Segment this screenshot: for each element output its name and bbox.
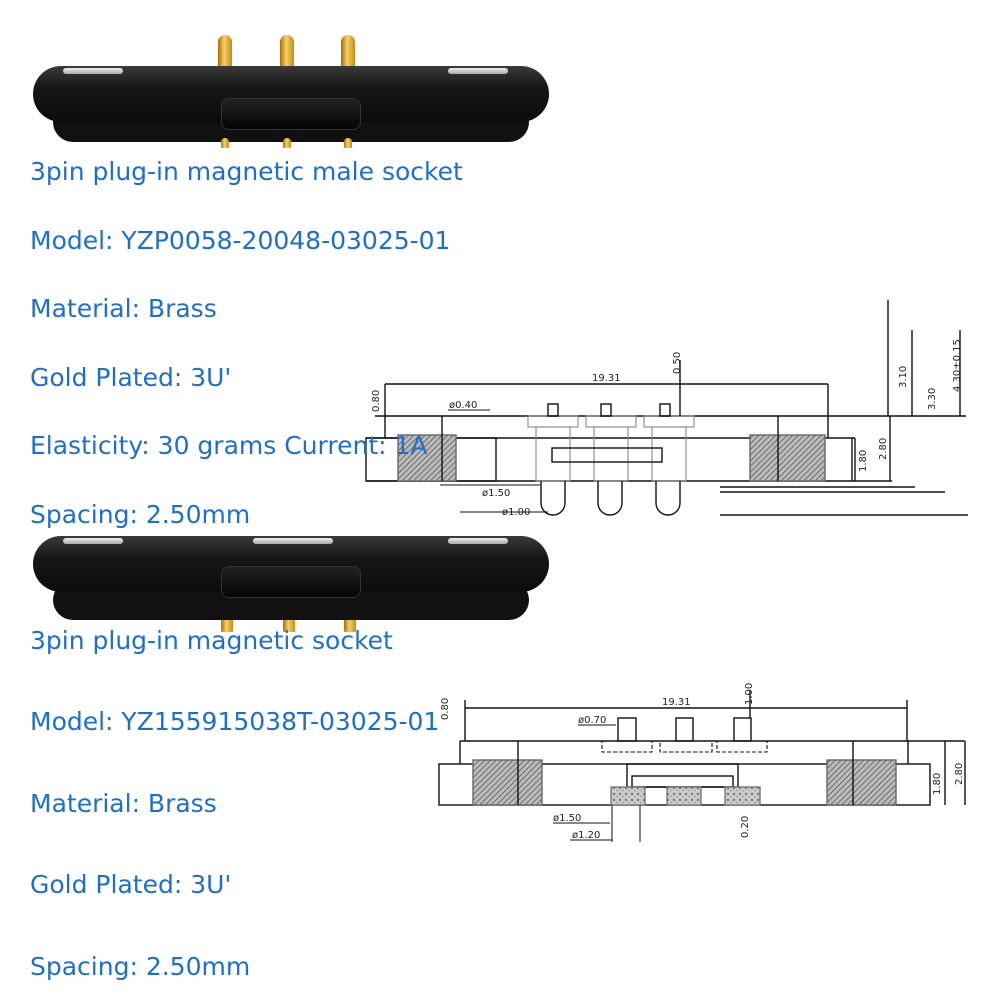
male-socket-spacing: Spacing: 2.50mm — [30, 500, 251, 529]
dim-pin-protrusion: 0.50 — [672, 352, 683, 374]
dim-body-height: 1.80 — [858, 450, 869, 472]
gold-pin-bottom — [283, 138, 291, 148]
female-socket-model: Model: YZ155915038T-03025-01 — [30, 707, 440, 736]
insulator-fill — [610, 786, 646, 806]
dim-width: 19.31 — [662, 697, 691, 708]
female-socket-spacing: Spacing: 2.50mm — [30, 952, 251, 981]
dim-pin-dia-top: ø0.40 — [449, 400, 477, 411]
dim-height-a: 3.10 — [898, 366, 909, 388]
dim-top-offset: 0.80 — [371, 390, 382, 412]
magnet-hatch — [749, 434, 826, 482]
dim-height-total: 2.80 — [954, 763, 965, 785]
dim-pin-dia: ø0.70 — [578, 715, 606, 726]
male-socket-title: 3pin plug-in magnetic male socket — [30, 157, 463, 186]
gold-pin-bottom — [344, 138, 352, 148]
magnet-right — [448, 68, 508, 74]
magnet-hatch — [397, 434, 457, 482]
male-socket-model: Model: YZP0058-20048-03025-01 — [30, 226, 451, 255]
dim-pin-height: 1.00 — [744, 683, 755, 705]
gold-pin — [341, 35, 355, 75]
dim-height-c: 2.80 — [878, 438, 889, 460]
male-socket-drawing — [365, 300, 968, 516]
magnet-hatch — [472, 759, 543, 806]
female-socket-drawing — [438, 690, 966, 842]
female-socket-dimensions: 19.31 1.00 ø0.70 0.80 1.80 2.80 ø1.50 ø1… — [440, 683, 965, 841]
gold-pin-bottom — [221, 138, 229, 148]
dim-pin-dia-outer: ø1.50 — [482, 488, 510, 499]
dim-height-total: 4.30±0.15 — [952, 339, 963, 392]
female-socket-title: 3pin plug-in magnetic socket — [30, 626, 393, 655]
dim-pin-dia-inner: ø1.00 — [502, 507, 530, 518]
dim-recess: 0.20 — [740, 816, 751, 838]
socket-tab — [221, 98, 361, 130]
insulator-fill — [724, 786, 761, 806]
socket-tab — [221, 566, 361, 598]
dim-body-height: 1.80 — [932, 773, 943, 795]
magnet-right — [448, 538, 508, 544]
male-socket-dimensions: 19.31 0.50 ø0.40 0.80 3.10 3.30 4.30±0.1… — [371, 339, 963, 518]
dim-top-offset: 0.80 — [440, 698, 451, 720]
female-socket-material: Material: Brass — [30, 789, 217, 818]
gold-pin — [218, 35, 232, 75]
male-socket-plating: Gold Plated: 3U' — [30, 363, 232, 392]
magnet-center — [253, 538, 333, 544]
dim-width: 19.31 — [592, 373, 621, 384]
gold-pin — [280, 35, 294, 75]
male-socket-material: Material: Brass — [30, 294, 217, 323]
male-socket-elasticity: Elasticity: 30 grams Current: 1A — [30, 431, 428, 460]
dim-height-b: 3.30 — [927, 388, 938, 410]
magnet-left — [63, 68, 123, 74]
insulator-fill — [666, 786, 702, 806]
dim-pin-dia-outer: ø1.50 — [553, 813, 581, 824]
male-socket-photo — [33, 32, 549, 150]
magnet-left — [63, 538, 123, 544]
magnet-hatch — [826, 759, 897, 806]
female-socket-photo — [33, 530, 549, 634]
dim-pin-dia-inner: ø1.20 — [572, 830, 600, 841]
female-socket-plating: Gold Plated: 3U' — [30, 870, 232, 899]
